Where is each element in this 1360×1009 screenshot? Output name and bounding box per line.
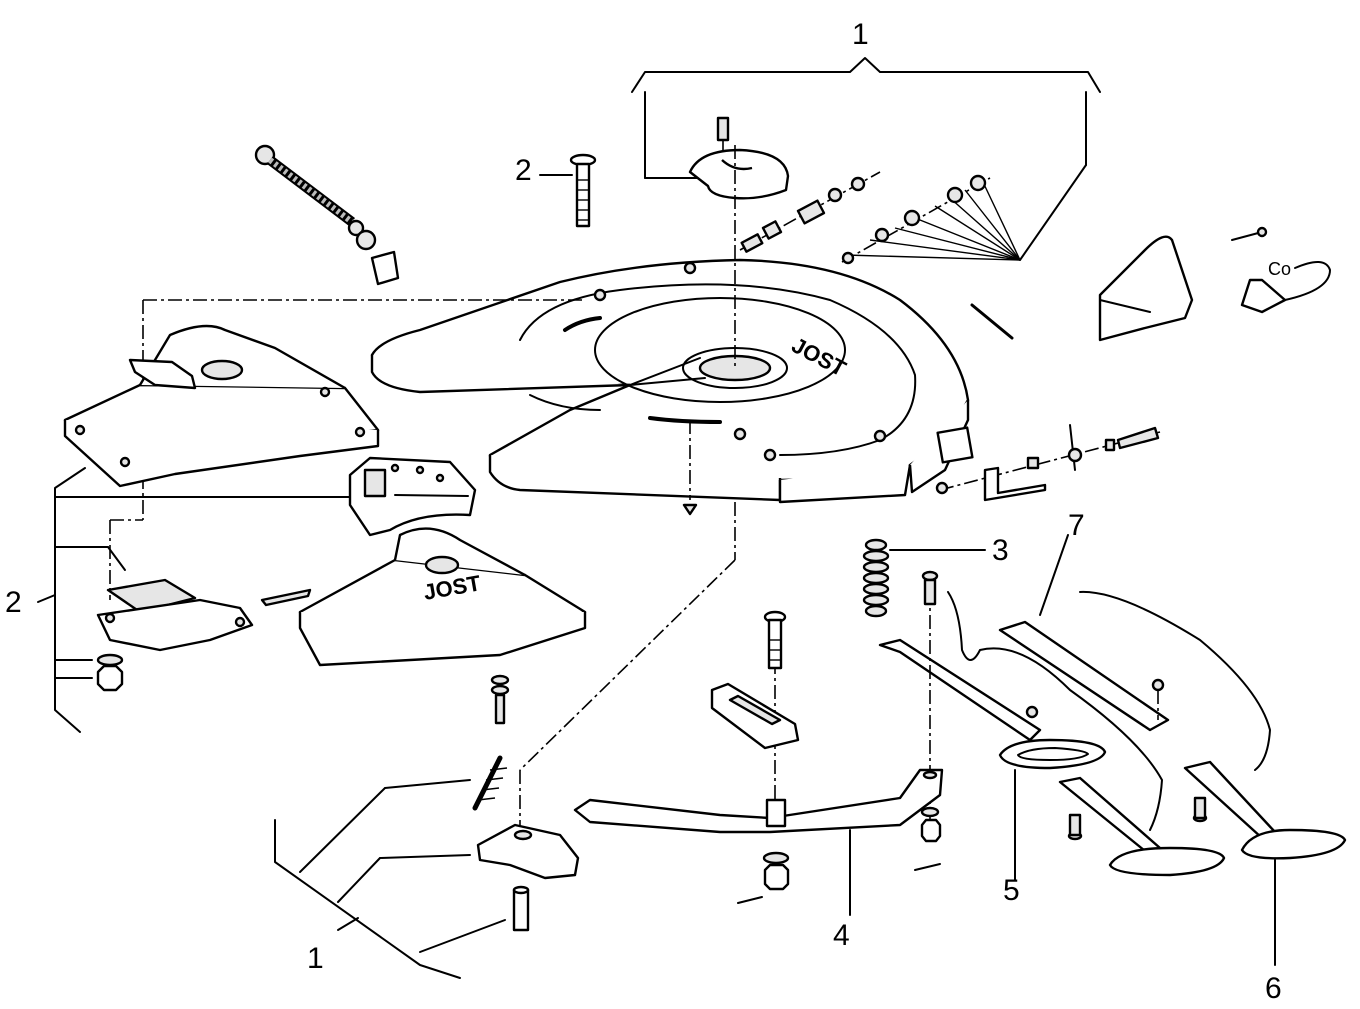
small-wedge-arrow [260, 588, 312, 607]
nut [96, 664, 124, 692]
shim-plate [96, 578, 254, 652]
left-group-bracket [37, 467, 351, 733]
saddle-bracket [348, 456, 477, 537]
safety-pin-clip [1231, 226, 1331, 314]
release-cable-right [1079, 590, 1271, 771]
top-lock-plate [688, 116, 790, 200]
lock-jaw-parts [472, 674, 580, 932]
washer [96, 653, 124, 667]
small-fittings-chain [739, 171, 991, 265]
handle-5 [998, 738, 1107, 881]
callout-rail-7: 7 [1068, 509, 1085, 542]
lever-assembly [573, 660, 944, 916]
release-rail-7 [998, 534, 1170, 732]
callout-lever: 4 [833, 919, 850, 952]
lever-block [710, 610, 800, 750]
lower-foot-bracket [298, 527, 587, 667]
callout-left-bracket-group: 2 [5, 586, 22, 619]
plate-bottom-nut [682, 503, 698, 516]
split-pin [970, 303, 1014, 340]
lower-rail-with-handle [1058, 776, 1226, 877]
kingpin-bolt [539, 153, 597, 228]
label-co: Co [1268, 259, 1291, 279]
spring [862, 538, 986, 618]
callout-kingpin-bolt: 2 [515, 154, 532, 187]
callout-lock-group: 1 [307, 942, 324, 975]
callout-handle-6: 6 [1265, 972, 1282, 1005]
handle-cover [1098, 235, 1194, 342]
callout-spring: 3 [992, 534, 1009, 567]
lock-axis-b [519, 559, 736, 771]
handle-6 [1025, 678, 1347, 966]
fifth-wheel-plate [370, 258, 974, 504]
release-cable-left [947, 591, 1163, 831]
threaded-rod-assembly [254, 144, 400, 286]
lock-group-bracket [274, 779, 506, 979]
top-group-bracket [631, 57, 1101, 261]
upper-foot-bracket [63, 324, 380, 488]
callout-handle-5: 5 [1003, 874, 1020, 907]
callout-top-group: 1 [852, 18, 869, 51]
top-group-leader-fan [844, 179, 1021, 261]
side-bolt-assembly [935, 424, 1161, 502]
